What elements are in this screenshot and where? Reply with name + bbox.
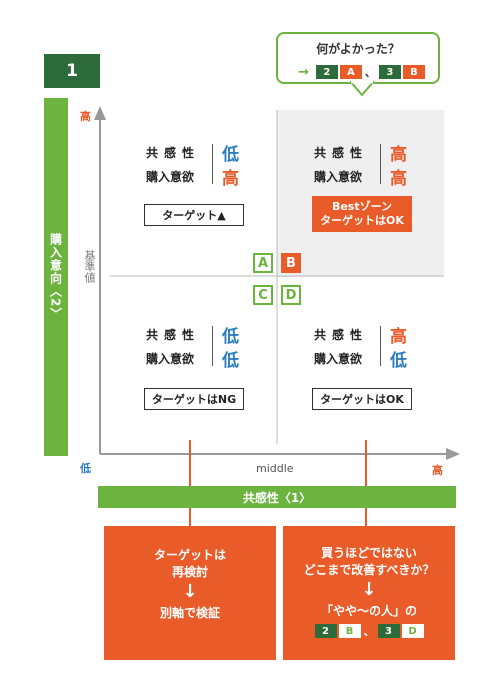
improve-box: 買うほどではない どこまで改善すべきか？ ↓ 「やや〜の人」の 2 B 、 3 … [283, 526, 455, 660]
y-axis-arrow-icon [94, 106, 106, 120]
br-divider [380, 326, 381, 366]
y-axis-band: 購入意向〈2〉 [44, 98, 68, 456]
improve-line3: 「やや〜の人」の [320, 604, 417, 618]
tl-label-empathy: 共感性 [146, 146, 201, 160]
letter-d: D [281, 285, 301, 305]
tr-best-zone-line2: ターゲットはOK [320, 214, 404, 227]
br-tag: ターゲットはOK [312, 388, 412, 410]
callout-separator: 、 [364, 66, 376, 79]
y-axis-high: 高 [80, 110, 91, 123]
bl-value-empathy: 低 [222, 327, 239, 347]
tr-value-intent: 高 [390, 169, 407, 189]
rethink-line1: ターゲットは [153, 548, 226, 562]
rethink-line2: 再検討 [171, 565, 208, 579]
tl-value-empathy: 低 [222, 145, 239, 165]
improve-chip-num-1: 2 [314, 624, 337, 638]
callout-answer-row: → 2 A 、 3 B [298, 64, 426, 80]
callout-chip-num-1: 2 [315, 65, 338, 79]
rethink-target-box: ターゲットは 再検討 ↓ 別軸で検証 [104, 526, 276, 660]
br-label-intent: 購入意欲 [314, 352, 363, 366]
x-axis-band: 共感性〈1〉 [98, 486, 456, 508]
y-axis-low: 低 [80, 462, 91, 475]
br-value-empathy: 高 [390, 327, 407, 347]
letter-c: C [253, 285, 273, 305]
improve-separator: 、 [363, 625, 375, 638]
bl-tag: ターゲットはNG [144, 388, 244, 410]
callout-bubble: 何がよかった？ → 2 A 、 3 B [276, 32, 440, 84]
tr-divider [380, 144, 381, 184]
x-axis-high: 高 [432, 464, 443, 477]
bl-divider [212, 326, 213, 366]
bl-label-empathy: 共感性 [146, 328, 201, 342]
improve-chip-row: 2 B 、 3 D [314, 623, 425, 639]
tr-best-zone-line1: Bestゾーン [331, 200, 393, 213]
rethink-line3: 別軸で検証 [159, 606, 220, 620]
br-label-empathy: 共感性 [314, 328, 369, 342]
best-zone-background [277, 110, 444, 277]
bl-value-intent: 低 [222, 351, 239, 371]
section-number: 1 [66, 61, 78, 81]
tr-label-intent: 購入意欲 [314, 170, 363, 184]
bl-label-intent: 購入意欲 [146, 352, 195, 366]
y-axis-baseline-label: 基準値 [83, 250, 96, 283]
tl-divider [212, 144, 213, 184]
down-arrow-icon: ↓ [182, 581, 198, 602]
improve-chip-letter-1: B [338, 624, 361, 638]
down-arrow-icon: ↓ [361, 579, 377, 600]
tl-tag: ターゲット▲ [144, 204, 244, 226]
callout-title: 何がよかった？ [316, 42, 400, 56]
y-axis-band-label: 購入意向〈2〉 [48, 233, 63, 321]
letter-b: B [281, 253, 301, 273]
improve-chip-letter-2: D [401, 624, 424, 638]
callout-chip-num-2: 3 [378, 65, 401, 79]
br-value-intent: 低 [390, 351, 407, 371]
tl-label-intent: 購入意欲 [146, 170, 195, 184]
callout-chip-letter-1: A [339, 65, 362, 79]
callout-tail [350, 81, 374, 97]
x-axis-middle: middle [256, 462, 294, 475]
improve-line1: 買うほどではない [321, 546, 417, 560]
tr-value-empathy: 高 [390, 145, 407, 165]
callout-chip-letter-2: B [402, 65, 425, 79]
section-number-badge: 1 [44, 54, 100, 88]
x-axis-arrow-icon [446, 448, 460, 460]
tr-label-empathy: 共感性 [314, 146, 369, 160]
improve-chip-num-2: 3 [377, 624, 400, 638]
tl-value-intent: 高 [222, 169, 239, 189]
tr-best-zone-tag: Bestゾーン ターゲットはOK [312, 196, 412, 232]
callout-arrow: → [298, 64, 309, 80]
improve-line2: どこまで改善すべきか？ [303, 563, 435, 577]
letter-a: A [253, 253, 273, 273]
